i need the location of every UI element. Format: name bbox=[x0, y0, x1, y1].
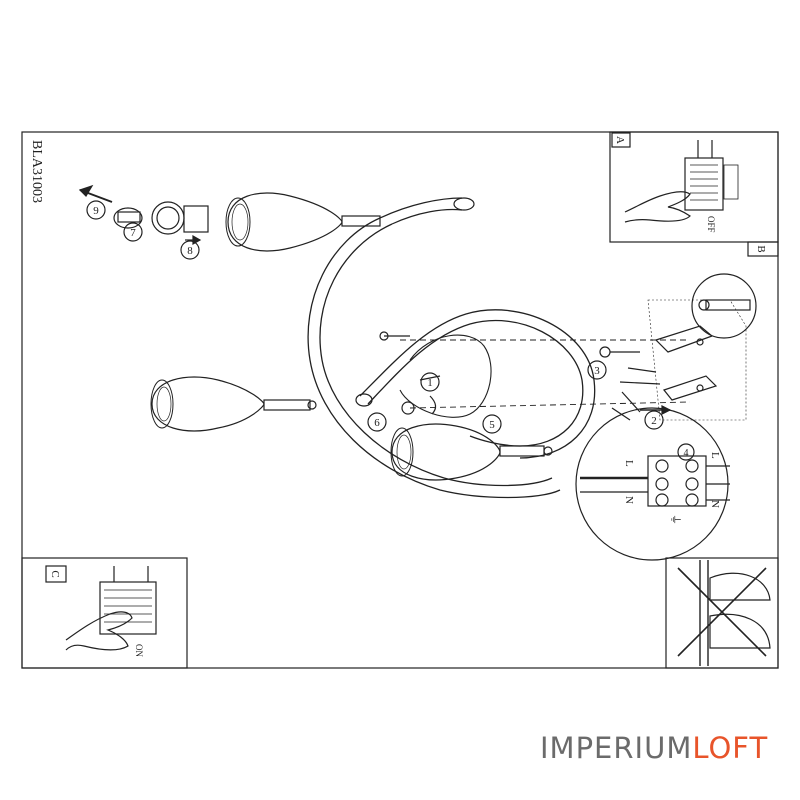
svg-text:6: 6 bbox=[374, 417, 380, 429]
terminal-block-icon bbox=[647, 455, 707, 507]
hand-icon bbox=[65, 611, 133, 651]
svg-text:N: N bbox=[709, 500, 721, 508]
panel-c: C ON bbox=[21, 557, 188, 669]
panel-a: A OFF bbox=[609, 131, 779, 243]
step-callouts-center: 1 6 5 3 2 bbox=[367, 360, 664, 434]
lamp-shade-top bbox=[227, 192, 343, 252]
panel-a-letter: A bbox=[614, 136, 626, 144]
svg-text:2: 2 bbox=[651, 415, 657, 427]
svg-text:L: L bbox=[709, 452, 721, 459]
breaker-icon bbox=[684, 157, 724, 211]
svg-text:8: 8 bbox=[187, 245, 193, 257]
svg-text:9: 9 bbox=[93, 205, 99, 217]
svg-text:3: 3 bbox=[594, 365, 600, 377]
hand-icon bbox=[624, 191, 691, 223]
magnifier-dowel bbox=[691, 273, 757, 339]
earth-symbol: ⏚ bbox=[669, 514, 682, 525]
panel-c-letter: C bbox=[49, 570, 61, 577]
step-callout-4: 4 bbox=[677, 443, 695, 461]
on-label: ON bbox=[134, 644, 144, 657]
terminal-block-magnifier bbox=[575, 391, 730, 561]
model-code: BLA31003 bbox=[29, 140, 44, 203]
step-callouts-top: 9 7 8 bbox=[86, 200, 200, 260]
panel-no-contact bbox=[665, 557, 779, 669]
terminal-labels: L N L N ⏚ bbox=[623, 452, 721, 525]
sheet-frame bbox=[21, 131, 779, 669]
svg-text:N: N bbox=[623, 496, 635, 504]
svg-text:L: L bbox=[623, 460, 635, 467]
guide-lines bbox=[400, 339, 691, 409]
panel-b-letter: B bbox=[755, 245, 767, 252]
breaker-icon bbox=[99, 581, 157, 635]
watermark: IMPERIUMLOFT bbox=[540, 731, 769, 765]
screw-icon bbox=[599, 346, 611, 358]
svg-text:1: 1 bbox=[427, 377, 433, 389]
svg-text:4: 4 bbox=[684, 448, 689, 459]
svg-text:5: 5 bbox=[489, 419, 495, 431]
svg-text:7: 7 bbox=[130, 227, 136, 239]
arrow-icon bbox=[78, 184, 94, 197]
exploded-socket-parts bbox=[78, 184, 209, 246]
wall-plug-icon bbox=[705, 299, 751, 311]
off-label: OFF bbox=[706, 216, 716, 233]
lamp-assembly bbox=[150, 192, 596, 499]
panel-b-tab: B bbox=[747, 241, 779, 257]
